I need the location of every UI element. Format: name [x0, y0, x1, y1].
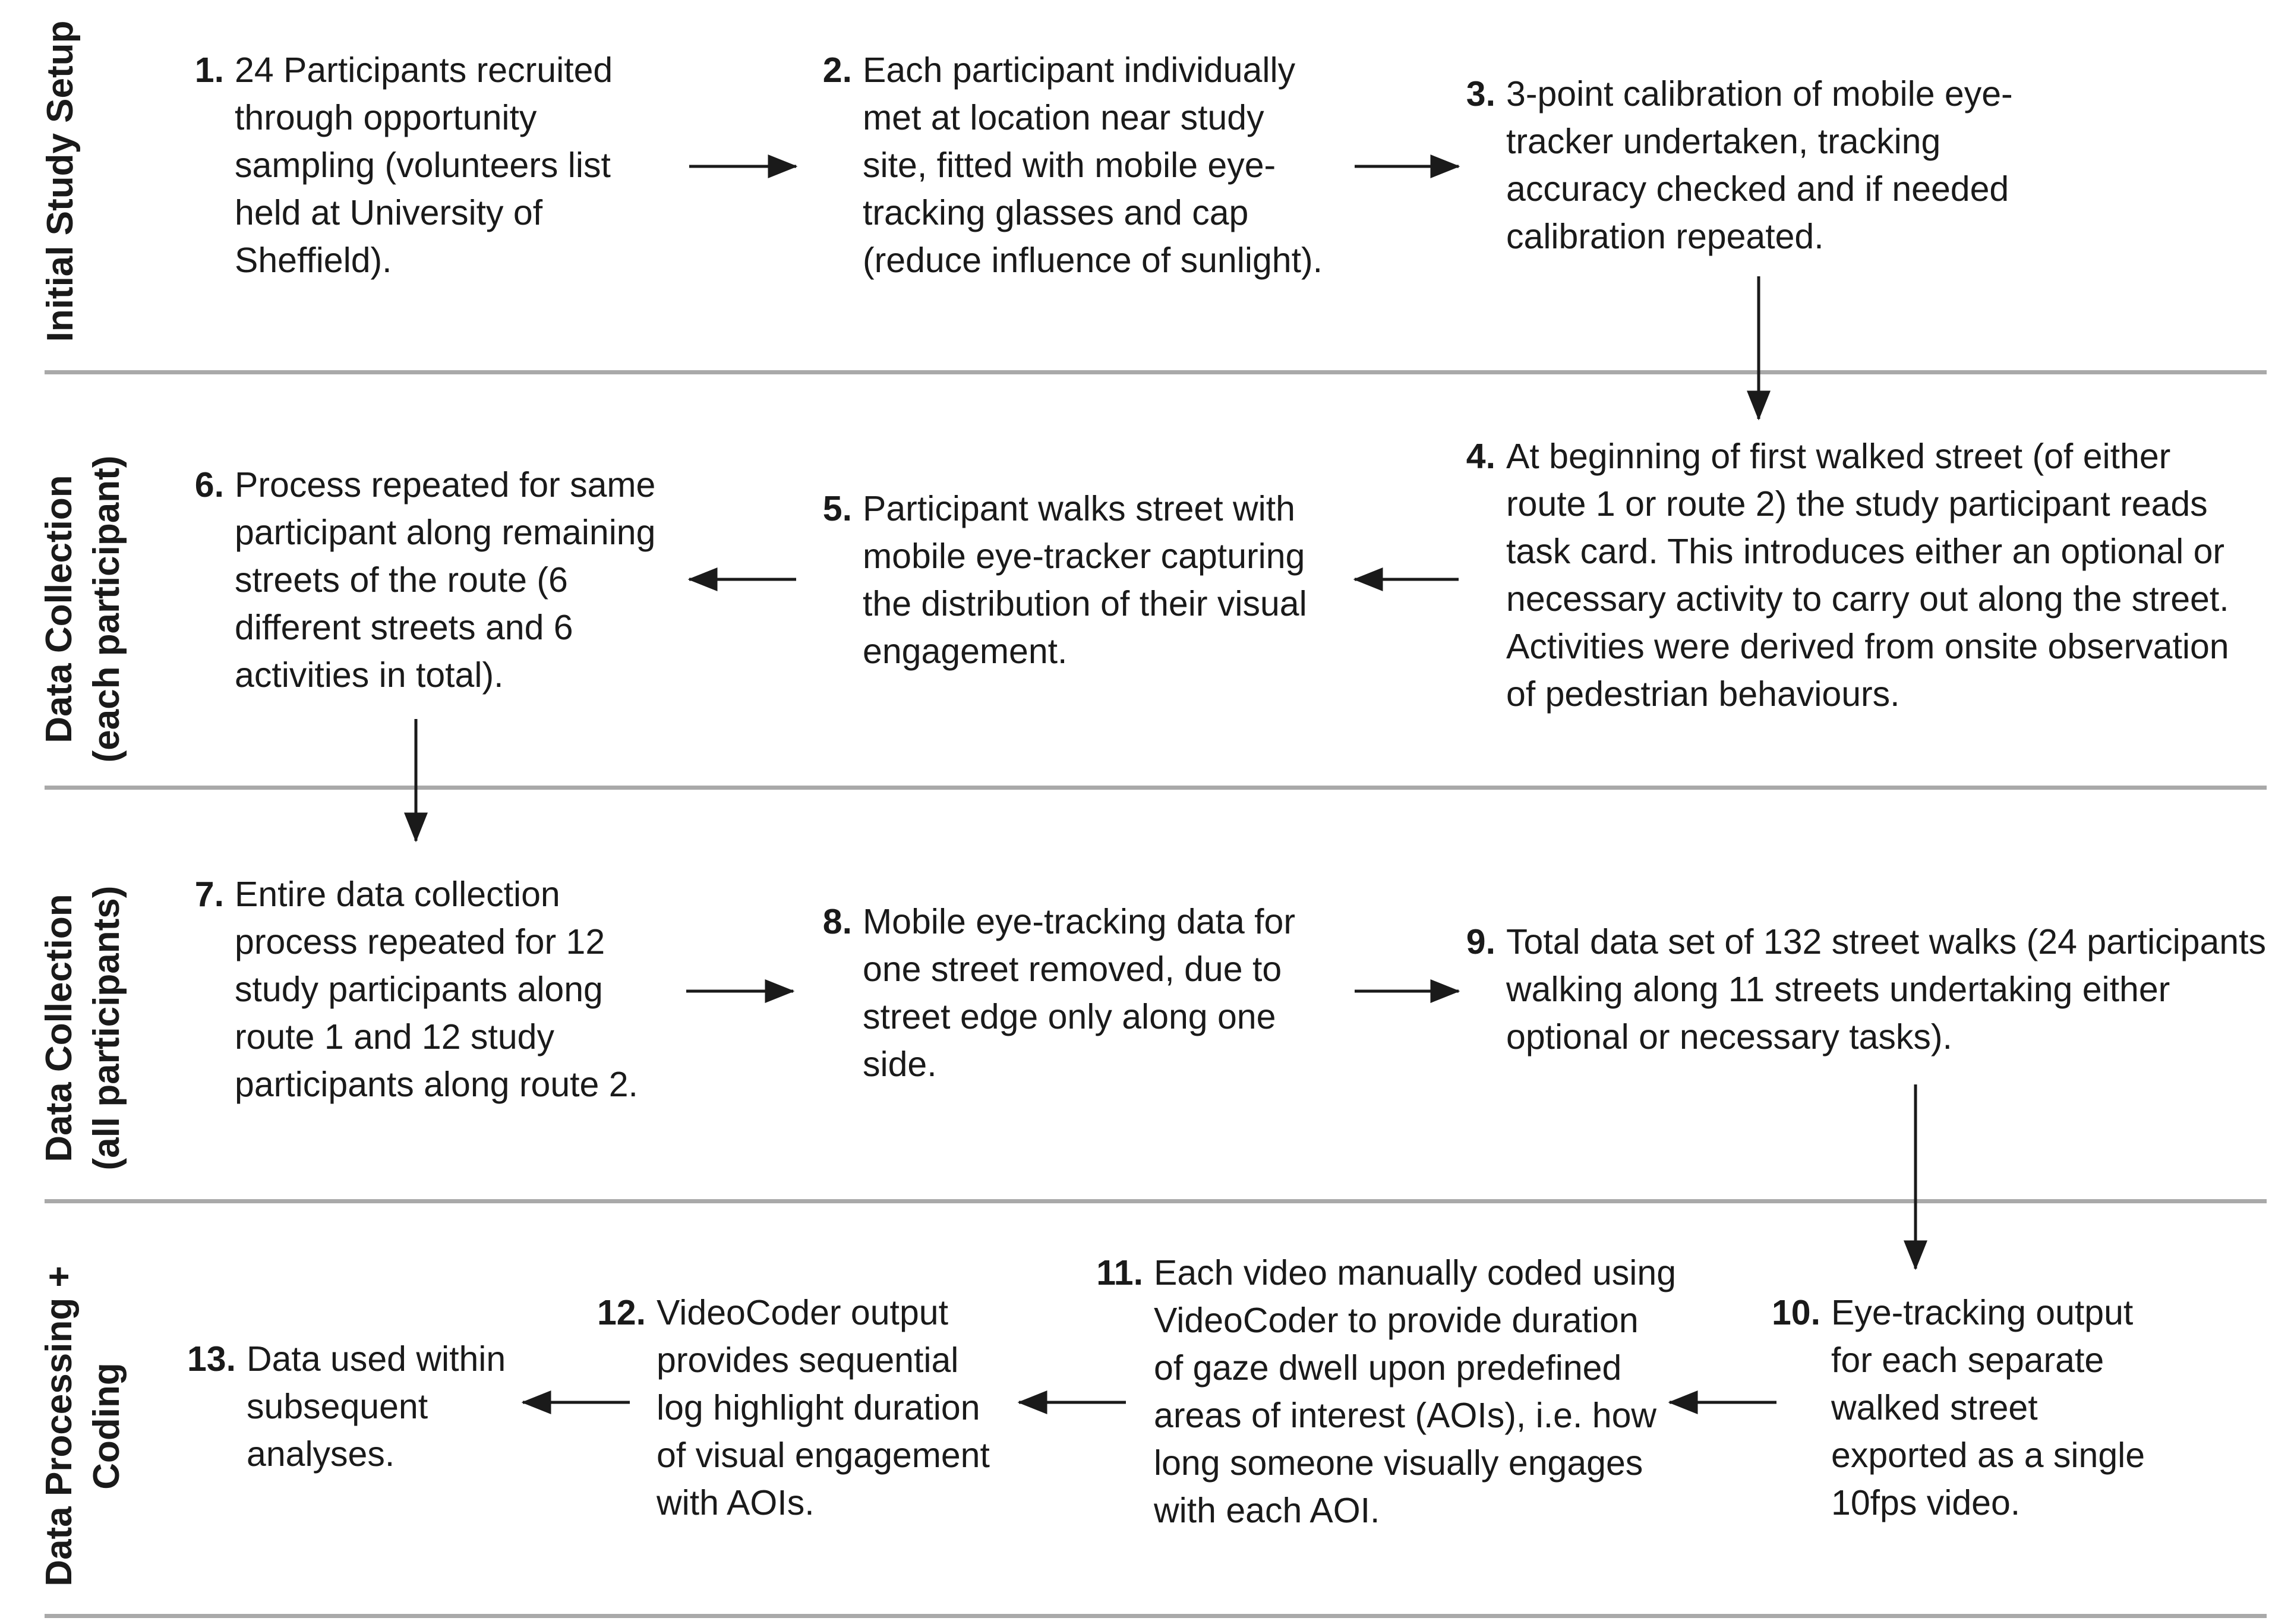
step-text: Total data set of 132 street walks (24 p… — [1506, 922, 2267, 1057]
step-text: Data used within subsequent analyses. — [247, 1339, 506, 1474]
row-divider — [45, 370, 2267, 374]
step-text: Participant walks street with mobile eye… — [863, 489, 1307, 671]
step-7: 7. Entire data collection process repeat… — [195, 871, 686, 1108]
step-6: 6. Process repeated for same participant… — [195, 461, 686, 699]
step-9: 9. Total data set of 132 street walks (2… — [1466, 918, 2267, 1061]
step-1: 1. 24 Participants recruited through opp… — [195, 46, 662, 284]
step-number: 12. — [597, 1293, 646, 1332]
step-8: 8. Mobile eye-tracking data for one stre… — [823, 898, 1326, 1088]
step-number: 9. — [1466, 922, 1495, 961]
step-text: Process repeated for same participant al… — [235, 465, 656, 695]
step-number: 7. — [194, 875, 224, 914]
row-divider — [45, 1199, 2267, 1203]
step-2: 2. Each participant individually met at … — [823, 46, 1332, 284]
step-text: VideoCoder output provides sequential lo… — [657, 1293, 990, 1522]
step-5: 5. Participant walks street with mobile … — [823, 485, 1338, 675]
step-number: 4. — [1466, 437, 1495, 476]
row-divider — [45, 786, 2267, 790]
step-text: 3-point calibration of mobile eye-tracke… — [1506, 74, 2013, 256]
step-3: 3. 3-point calibration of mobile eye-tra… — [1466, 70, 2029, 260]
step-12: 12. VideoCoder output provides sequentia… — [597, 1289, 1013, 1527]
step-number: 1. — [194, 51, 224, 90]
step-number: 2. — [822, 51, 852, 90]
step-number: 13. — [187, 1339, 236, 1379]
step-text: 24 Participants recruited through opport… — [235, 51, 613, 280]
step-text: At beginning of first walked street (of … — [1506, 437, 2229, 714]
step-13: 13. Data used within subsequent analyses… — [187, 1335, 520, 1478]
step-text: Each video manually coded using VideoCod… — [1154, 1253, 1677, 1530]
step-number: 6. — [194, 465, 224, 504]
step-number: 10. — [1771, 1293, 1820, 1332]
step-number: 8. — [822, 902, 852, 941]
step-text: Each participant individually met at loc… — [863, 51, 1323, 280]
step-text: Eye-tracking output for each separate wa… — [1831, 1293, 2145, 1522]
step-11: 11. Each video manually coded using Vide… — [1096, 1249, 1677, 1534]
step-text: Mobile eye-tracking data for one street … — [863, 902, 1296, 1084]
step-number: 11. — [1096, 1253, 1143, 1292]
step-4: 4. At beginning of first walked street (… — [1466, 433, 2237, 718]
row-divider — [45, 1614, 2267, 1618]
step-text: Entire data collection process repeated … — [235, 875, 638, 1104]
step-number: 3. — [1466, 74, 1495, 113]
step-number: 5. — [822, 489, 852, 528]
step-10: 10. Eye-tracking output for each separat… — [1772, 1289, 2182, 1527]
